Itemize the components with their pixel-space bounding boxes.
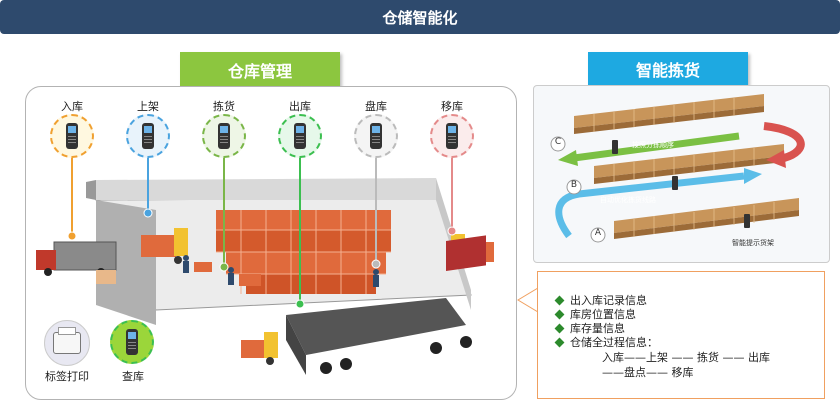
scanner-small-1-icon bbox=[612, 140, 618, 154]
bullet-icon bbox=[554, 295, 565, 305]
scanner-small-2-icon bbox=[672, 176, 678, 190]
callout-pointer bbox=[517, 288, 539, 312]
step-label-stocktake: 盘库 bbox=[365, 100, 387, 113]
picking-scanner-icon[interactable] bbox=[202, 114, 246, 158]
process-flow-line-1: 入库——上架 —— 拣货 —— 出库 bbox=[602, 351, 770, 364]
warehouse-management-tag: 仓库管理 bbox=[180, 52, 340, 88]
workers-with-carts bbox=[183, 255, 379, 287]
step-label-transfer: 移库 bbox=[441, 100, 463, 113]
info-item-text: 库房位置信息 bbox=[570, 308, 636, 321]
route-arrow-a bbox=[555, 172, 745, 239]
marker-c-letter: C bbox=[554, 137, 562, 147]
page-title: 仓储智能化 bbox=[382, 8, 458, 27]
smart-picking-illustration bbox=[550, 94, 805, 243]
inventory-query-label: 查库 bbox=[122, 370, 144, 383]
bullet-icon bbox=[554, 323, 565, 333]
route-arrow-c bbox=[573, 132, 740, 162]
step-label-inbound: 入库 bbox=[61, 100, 83, 113]
shelving-scanner-icon[interactable] bbox=[126, 114, 170, 158]
marker-a-letter: A bbox=[594, 228, 602, 238]
route-arrow-c-head bbox=[558, 150, 578, 166]
step-label-picking: 拣货 bbox=[213, 100, 235, 113]
info-item-text: 仓储全过程信息： bbox=[570, 336, 658, 349]
marker-a bbox=[590, 227, 606, 243]
stocktake-scanner-icon[interactable] bbox=[354, 114, 398, 158]
info-item-location: 库房位置信息 bbox=[554, 306, 636, 322]
truck-large-icon bbox=[286, 235, 486, 375]
info-item-text: 出入库记录信息 bbox=[570, 294, 647, 307]
stacked-goods-boxes bbox=[216, 210, 391, 294]
info-item-full-process: 仓储全过程信息： bbox=[554, 334, 658, 350]
info-item-text: 库存量信息 bbox=[570, 322, 625, 335]
forklift-left-icon bbox=[141, 228, 188, 264]
forklift-bottom-icon bbox=[241, 332, 278, 365]
inbound-scanner-icon[interactable] bbox=[50, 114, 94, 158]
info-callout-box: 出入库记录信息 库房位置信息 库存量信息 仓储全过程信息： 入库——上架 —— … bbox=[537, 271, 825, 399]
label-printer-icon[interactable] bbox=[44, 320, 90, 366]
step-label-outbound: 出库 bbox=[289, 100, 311, 113]
outbound-scanner-icon[interactable] bbox=[278, 114, 322, 158]
route-arrow-b bbox=[763, 122, 805, 162]
bullet-icon bbox=[554, 337, 565, 347]
marker-b-letter: B bbox=[570, 180, 578, 190]
scanner-small-3-icon bbox=[744, 214, 750, 228]
info-item-stock: 库存量信息 bbox=[554, 320, 625, 336]
route-arrow-b-head bbox=[766, 150, 786, 168]
step-label-shelving: 上架 bbox=[137, 100, 159, 113]
marker-c bbox=[550, 136, 566, 152]
transfer-scanner-icon[interactable] bbox=[430, 114, 474, 158]
cardboard-box bbox=[96, 270, 116, 284]
sorting-order-label: 按照分拣顺序 bbox=[632, 141, 674, 149]
shelf-rows bbox=[574, 94, 799, 239]
route-optimize-label: 自动优化拣货线路 bbox=[600, 196, 656, 204]
info-item-inout-records: 出入库记录信息 bbox=[554, 292, 647, 308]
shelf-hint-label: 智能提示货架 bbox=[732, 239, 774, 247]
warehouse-management-title: 仓库管理 bbox=[227, 62, 292, 81]
smart-picking-tag: 智能拣货 bbox=[588, 52, 748, 86]
process-flow-line-2: ——盘点—— 移库 bbox=[602, 366, 694, 379]
bullet-icon bbox=[554, 309, 565, 319]
smart-picking-title: 智能拣货 bbox=[635, 61, 700, 80]
label-print-label: 标签打印 bbox=[45, 370, 89, 383]
page-header: 仓储智能化 bbox=[0, 0, 840, 34]
marker-b bbox=[566, 179, 582, 195]
badge-connectors bbox=[67, 155, 457, 309]
inventory-query-scanner-icon[interactable] bbox=[110, 320, 154, 364]
route-arrow-a-head bbox=[744, 168, 762, 184]
warehouse-illustration bbox=[36, 178, 494, 375]
